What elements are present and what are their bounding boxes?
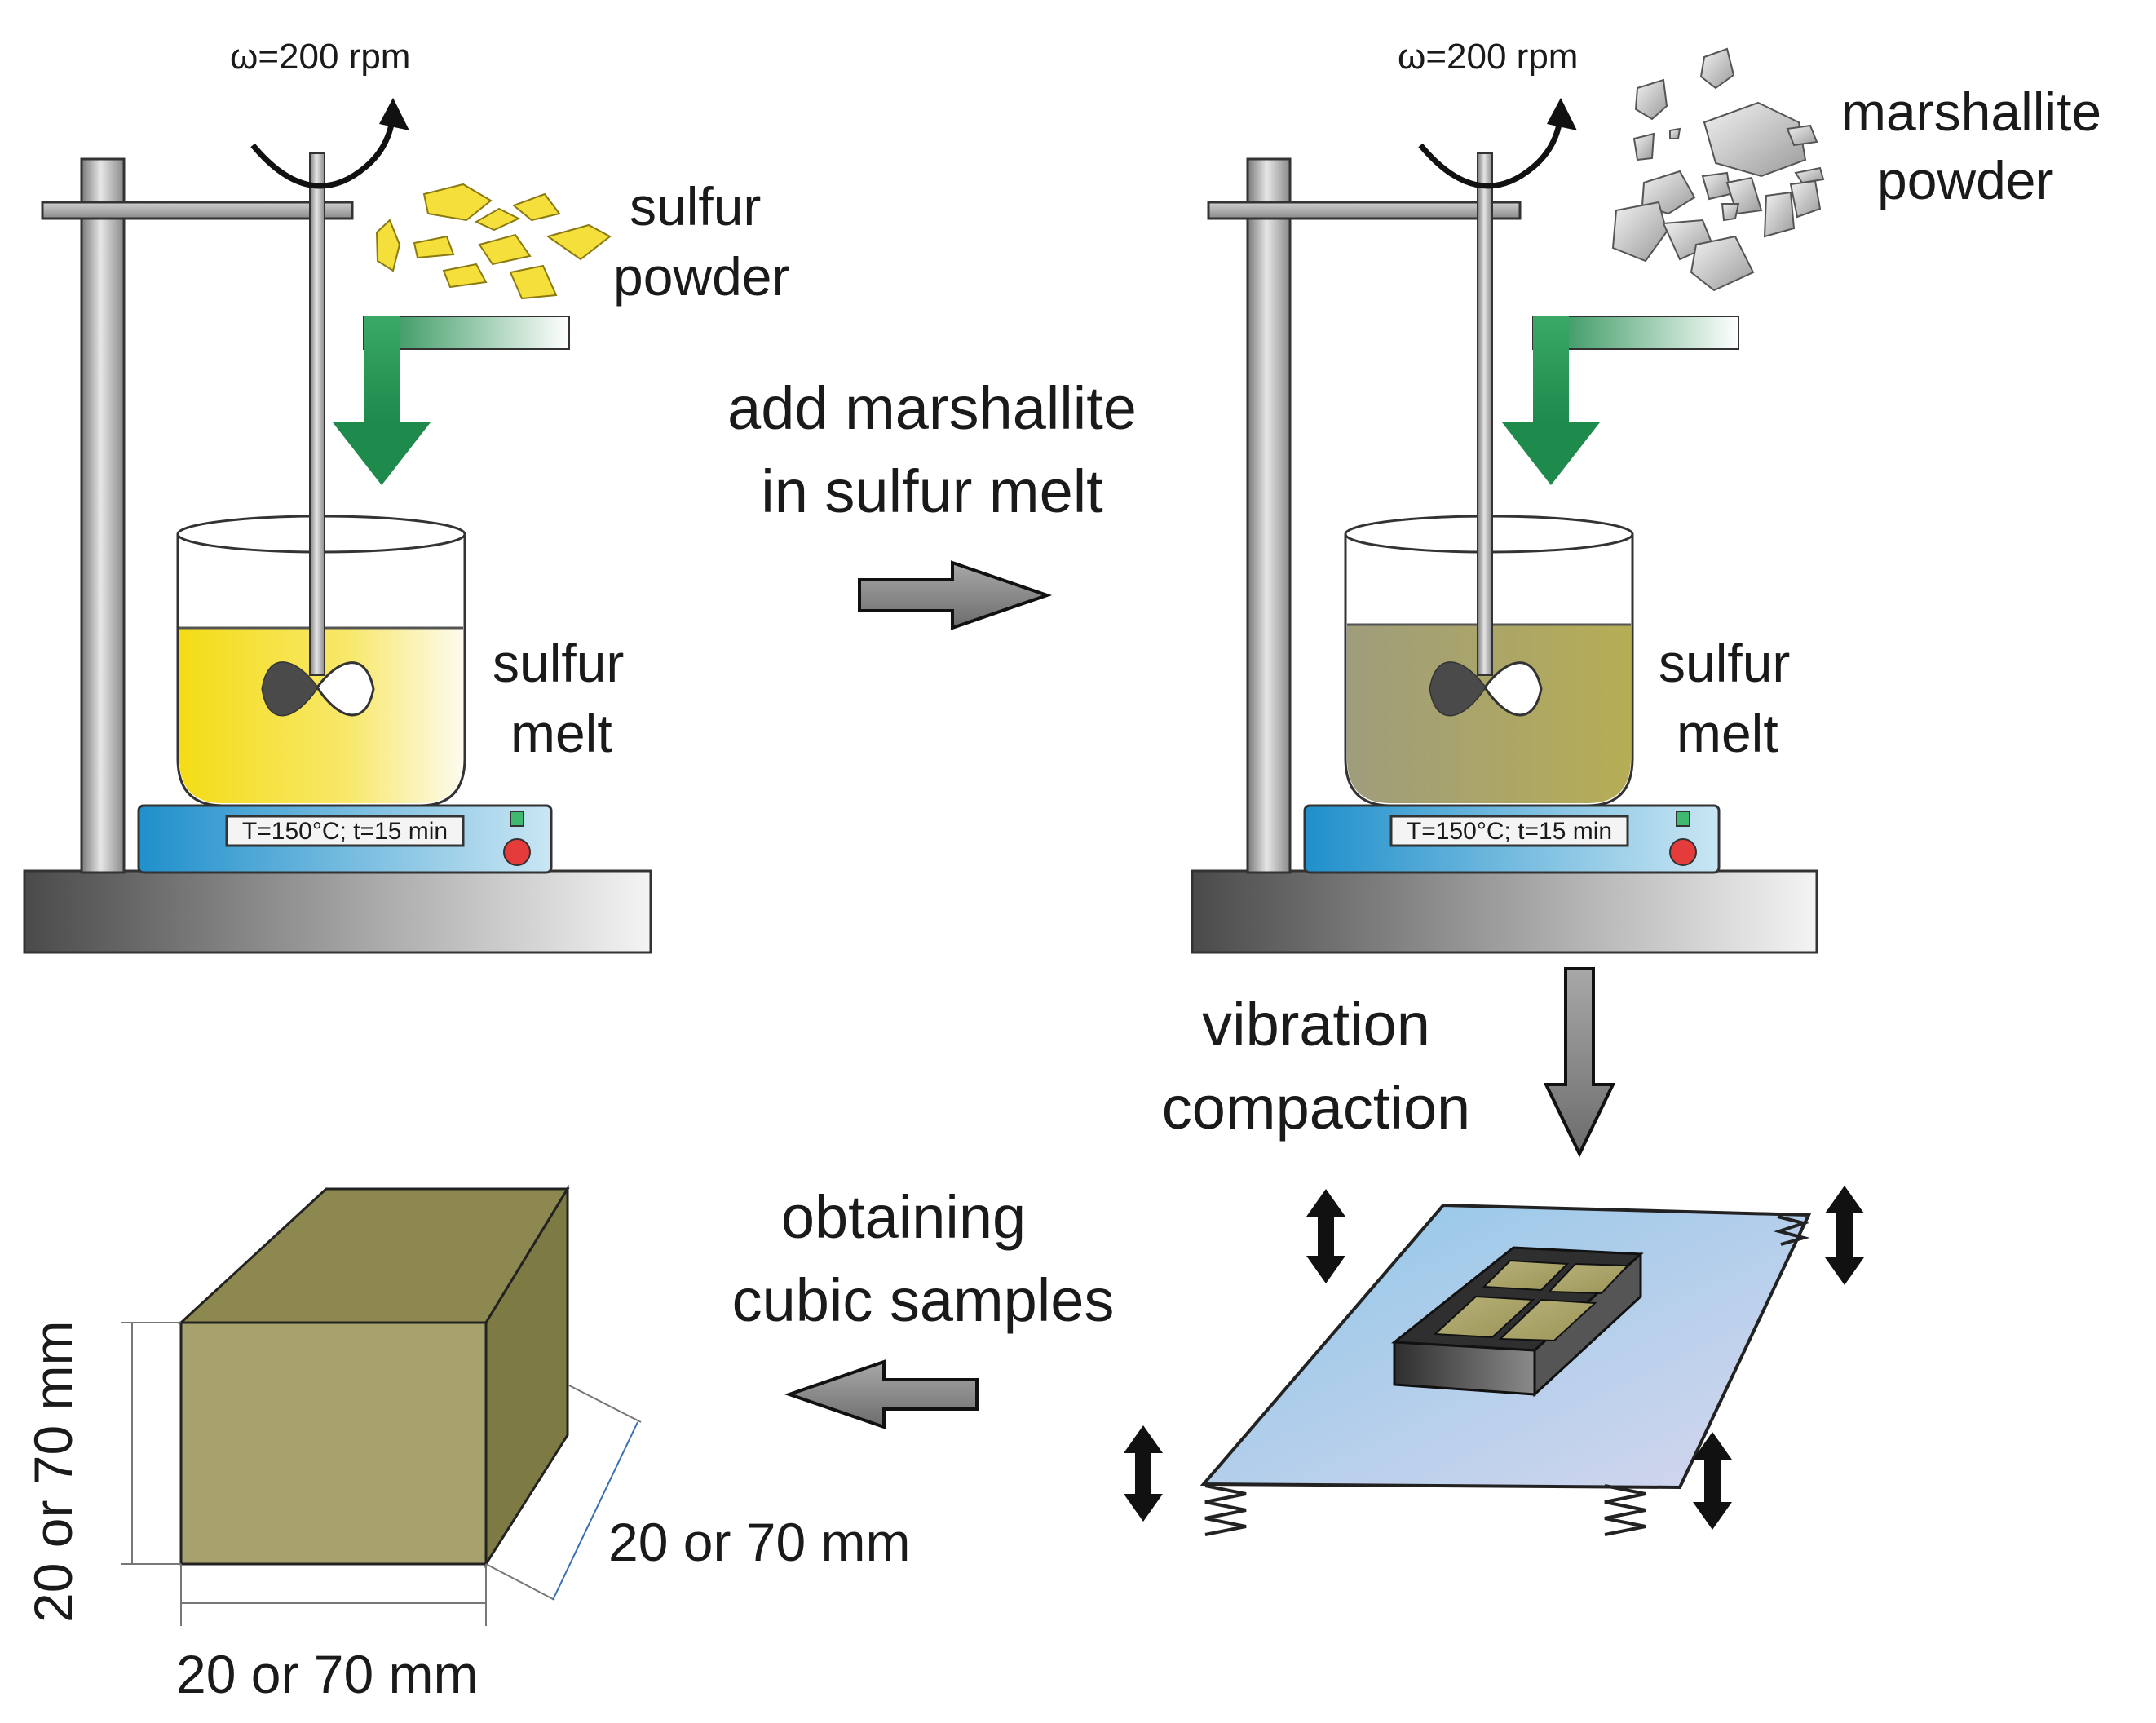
mold-cell-2 <box>1547 1262 1630 1295</box>
vibration-arrow-4 <box>1693 1432 1732 1530</box>
stirring-setup-2: T=150°C; t=15 min ω=200 rpm <box>1191 37 2101 954</box>
step-1-line1: add marshallite <box>727 374 1137 442</box>
mold-cell-1 <box>1482 1259 1570 1292</box>
stirring-setup-1: T=150°C; t=15 min ω=200 rpm <box>23 37 789 954</box>
hotplate-knob-2[interactable] <box>1669 838 1697 866</box>
step-obtaining-samples: obtaining cubic samples <box>732 1183 1115 1429</box>
stand-rod-2 <box>1246 157 1292 874</box>
step-1-line2: in sulfur melt <box>761 457 1103 525</box>
rpm-label-1: ω=200 rpm <box>230 37 410 77</box>
melt-label-1-line2: melt <box>510 703 612 763</box>
funnel-vertical-2 <box>1533 316 1569 422</box>
melt-label-1-line1: sulfur <box>493 633 624 693</box>
marshallite-melt <box>1347 625 1631 803</box>
sulfur-melt <box>179 628 463 803</box>
funnel-arrowhead <box>333 422 431 485</box>
cube-sample: 20 or 70 mm 20 or 70 mm 20 or 70 mm <box>23 1184 910 1704</box>
step-2-line2: compaction <box>1162 1074 1470 1142</box>
spring-front-right <box>1604 1484 1646 1536</box>
step-2-line1: vibration <box>1202 991 1430 1058</box>
vibration-arrow-2 <box>1825 1186 1864 1285</box>
vibration-arrow-3 <box>1124 1425 1163 1522</box>
step-add-marshallite: add marshallite in sulfur melt <box>727 374 1137 630</box>
hotplate-display-text: T=150°C; t=15 min <box>242 818 448 845</box>
step-3-line1: obtaining <box>781 1183 1026 1251</box>
hotplate-indicator <box>510 811 524 827</box>
marshallite-powder-particles <box>1611 47 1825 292</box>
rotation-arrow-2 <box>1418 113 1564 189</box>
hotplate-display-2 <box>1389 815 1629 847</box>
mold-cell-3 <box>1433 1295 1535 1339</box>
stand-base-2 <box>1191 869 1818 954</box>
cube-depth-label: 20 or 70 mm <box>608 1512 910 1572</box>
funnel-vertical <box>364 316 400 422</box>
rpm-label-2: ω=200 rpm <box>1398 37 1578 77</box>
marshallite-powder-label-line1: marshallite <box>1841 82 2101 142</box>
stand-clamp-arm-2 <box>1207 201 1522 220</box>
sulfur-powder-particles <box>375 183 612 300</box>
sulfur-powder-label-line2: powder <box>613 246 789 307</box>
hotplate-knob[interactable] <box>503 838 531 866</box>
stand-rod <box>80 157 126 874</box>
right-arrow <box>858 560 1053 630</box>
vibrating-table <box>1124 1186 1864 1536</box>
melt-label-2-line1: sulfur <box>1659 633 1790 693</box>
hotplate-display-text-2: T=150°C; t=15 min <box>1407 818 1612 845</box>
marshallite-powder-label-line2: powder <box>1877 150 2053 210</box>
vibration-arrows <box>1124 1186 1864 1530</box>
stirrer-shaft <box>309 152 325 676</box>
vibration-arrow-1 <box>1306 1189 1345 1283</box>
beaker-2 <box>1344 534 1634 807</box>
melt-label-2-line2: melt <box>1677 703 1778 763</box>
stand-base <box>23 869 652 954</box>
funnel-arrowhead-2 <box>1502 422 1600 485</box>
stand-clamp-arm <box>41 201 354 220</box>
left-arrow <box>784 1359 979 1429</box>
dimension-lines <box>121 1322 642 1626</box>
mold-front <box>1393 1341 1536 1396</box>
rotation-arrow <box>250 113 396 189</box>
cube-height-label: 20 or 70 mm <box>23 1321 83 1623</box>
stirrer-shaft-2 <box>1477 152 1493 676</box>
spring-front-left <box>1204 1484 1247 1536</box>
step-3-line2: cubic samples <box>732 1266 1115 1334</box>
sulfur-powder-label-line1: sulfur <box>630 176 761 236</box>
down-arrow <box>1543 967 1616 1158</box>
beaker <box>176 534 466 807</box>
mold-cell-4 <box>1498 1298 1597 1342</box>
hotplate-indicator-2 <box>1676 811 1690 827</box>
cube-width-label: 20 or 70 mm <box>176 1644 478 1704</box>
hotplate-display <box>225 815 465 847</box>
spring-back-right <box>1774 1215 1810 1246</box>
cube-front <box>179 1321 488 1566</box>
step-vibration-compaction: vibration compaction <box>1162 967 1616 1158</box>
